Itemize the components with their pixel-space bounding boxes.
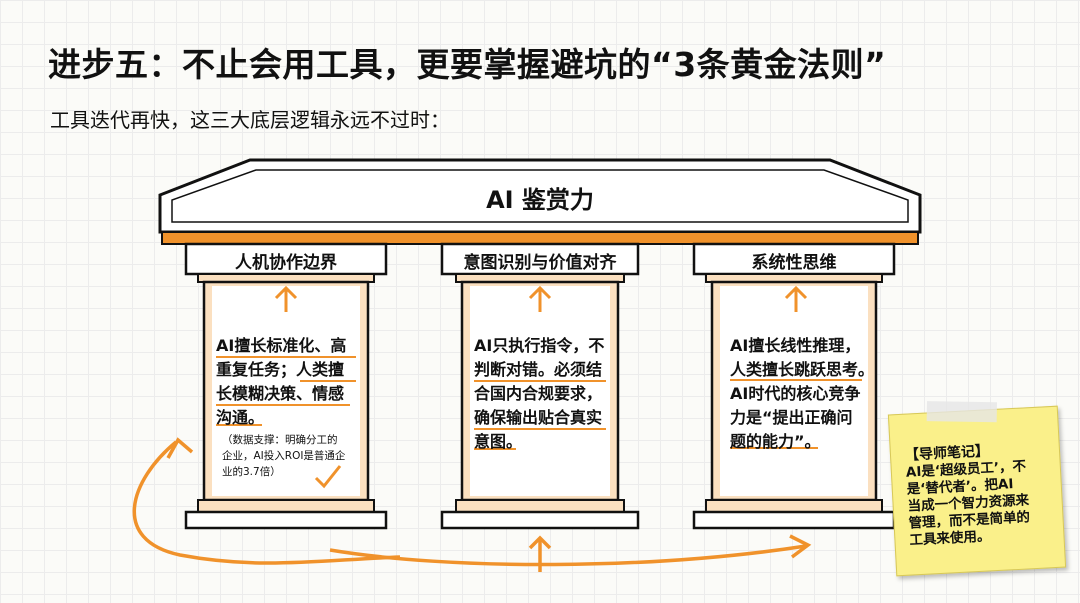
text-line: 长模糊决策、情感 <box>216 382 346 406</box>
column-header-middle: 意图识别与价值对齐 <box>442 248 638 273</box>
text-line: 意图。 <box>474 430 604 454</box>
column-text-middle: AI只执行指令，不 判断对错。必须结 合国内合规要求， 确保输出贴合真实 意图。 <box>474 334 604 454</box>
text-line: 力是“提出正确问 <box>730 406 874 430</box>
column-header-right: 系统性思维 <box>694 248 894 273</box>
roof-label: AI 鉴赏力 <box>440 180 640 215</box>
cycle-arrow-bottom <box>330 546 806 565</box>
column-note-left: （数据支撑：明确分工的 企业，AI投入ROI是普通企 业的3.7倍） <box>222 432 345 480</box>
tape <box>927 401 997 422</box>
roof-beam <box>162 232 918 244</box>
text-line: AI只执行指令，不 <box>474 334 604 358</box>
text-line: 确保输出贴合真实 <box>474 406 604 430</box>
text-line: 题的能力”。 <box>730 430 874 454</box>
mentor-sticky-note: 【导师笔记】 AI是‘超级员工’，不 是‘替代者’。把AI 当成一个智力资源来 … <box>888 406 1066 577</box>
column-text-left: AI擅长标准化、高 重复任务；人类擅 长模糊决策、情感 沟通。 <box>216 334 346 430</box>
column-header-left: 人机协作边界 <box>186 248 386 273</box>
column-text-right: AI擅长线性推理， 人类擅长跳跃思考。 AI时代的核心竞争 力是“提出正确问 题… <box>730 334 874 454</box>
text-line: 重复任务；人类擅 <box>216 358 346 382</box>
text-line: AI时代的核心竞争 <box>730 382 874 406</box>
text-line: 沟通。 <box>216 406 346 430</box>
text-line: 判断对错。必须结 <box>474 358 604 382</box>
note-line: （数据支撑：明确分工的 <box>222 432 345 448</box>
text-line: 合国内合规要求， <box>474 382 604 406</box>
text-line: AI擅长标准化、高 <box>216 334 346 358</box>
text-line: AI擅长线性推理， <box>730 334 874 358</box>
note-line: 企业，AI投入ROI是普通企 <box>222 448 345 464</box>
note-line: 业的3.7倍） <box>222 464 345 480</box>
sticky-note-body: AI是‘超级员工’，不 是‘替代者’。把AI 当成一个智力资源来 管理，而不是简… <box>906 457 1056 550</box>
text-line: 人类擅长跳跃思考。 <box>730 358 874 382</box>
